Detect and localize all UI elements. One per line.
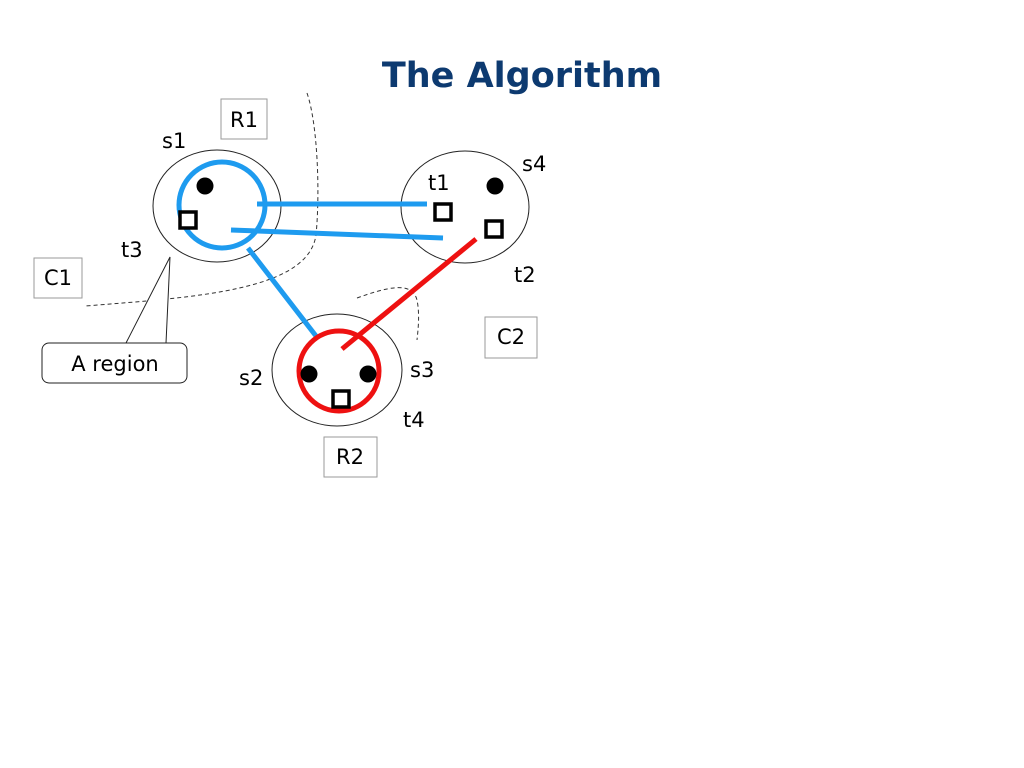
blue-loop-left: [176, 159, 268, 251]
box-c2-label: C2: [497, 325, 525, 349]
label-t4: t4: [403, 408, 425, 432]
callout-text: A region: [71, 352, 158, 376]
box-r2-label: R2: [336, 445, 364, 469]
label-s1: s1: [162, 129, 186, 153]
source-s3-dot: [359, 365, 377, 383]
label-s3: s3: [410, 358, 434, 382]
label-s4: s4: [522, 152, 546, 176]
box-r1-label: R1: [230, 108, 258, 132]
sink-t2-square: [484, 219, 504, 239]
source-s2-dot: [300, 365, 318, 383]
box-c1-label: C1: [44, 266, 72, 290]
label-s2: s2: [239, 366, 263, 390]
sink-t4-square: [331, 389, 351, 409]
blue-edge-middle: [230, 227, 444, 241]
box-c1: [33, 257, 83, 299]
box-c2: [484, 316, 538, 359]
red-loop-bottom: [296, 328, 382, 414]
callout-pointer: [125, 256, 171, 344]
cut-curve-c2: [356, 287, 420, 341]
sink-t3-square: [178, 210, 198, 230]
region-right: [400, 150, 530, 264]
region-bottom: [271, 313, 403, 427]
sink-t1-square: [433, 202, 453, 222]
box-r1: [220, 98, 268, 140]
label-t2: t2: [514, 263, 536, 287]
source-s1-dot: [196, 177, 214, 195]
red-edge: [340, 237, 478, 351]
cut-curve-c1: [84, 92, 319, 307]
source-s4-dot: [486, 177, 504, 195]
box-r2: [323, 436, 378, 478]
callout-box: [41, 342, 188, 384]
blue-edge-diagonal: [246, 246, 318, 338]
label-t1: t1: [428, 171, 450, 195]
label-t3: t3: [121, 238, 143, 262]
slide-title: The Algorithm: [381, 56, 663, 96]
